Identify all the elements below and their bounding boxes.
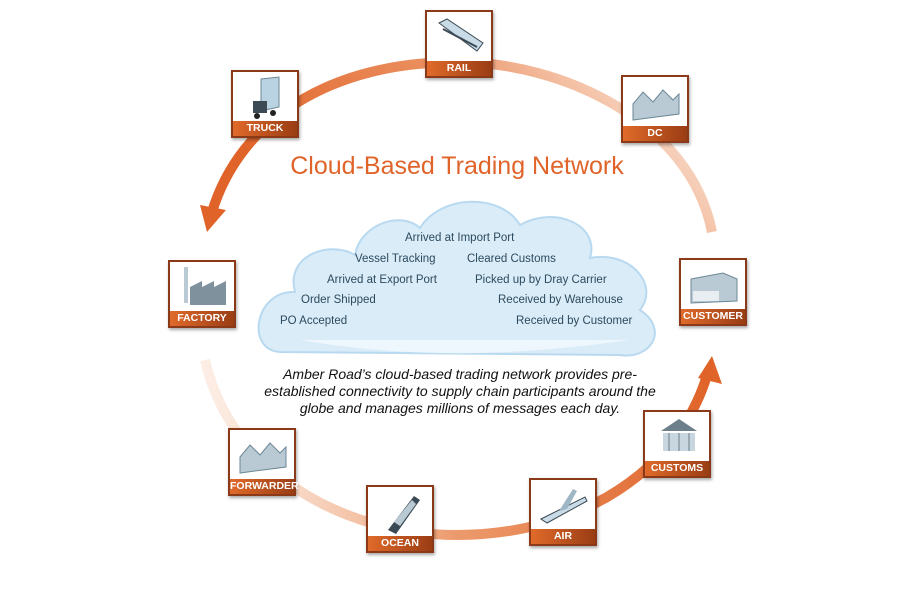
msg-po-accepted: PO Accepted	[280, 315, 348, 327]
node-label: AIR	[531, 529, 595, 544]
msg-vessel-tracking: Vessel Tracking	[355, 253, 436, 265]
msg-arrived-import: Arrived at Import Port	[405, 232, 515, 244]
diagram-title: Cloud-Based Trading Network	[290, 152, 624, 180]
node-air: AIR	[529, 478, 597, 546]
msg-received-warehouse: Received by Warehouse	[498, 294, 623, 306]
node-label: RAIL	[427, 61, 491, 76]
factory-icon	[184, 267, 226, 305]
node-forwarder: FORWARDER	[228, 428, 299, 496]
node-factory: FACTORY	[168, 260, 236, 328]
node-label: OCEAN	[368, 536, 432, 551]
node-label: CUSTOMER	[681, 309, 745, 324]
caption: Amber Road’s cloud-based trading network…	[264, 366, 656, 416]
node-customs: CUSTOMS	[643, 410, 711, 478]
train-icon	[438, 18, 484, 52]
warehouse-icon	[632, 89, 680, 121]
msg-received-customer: Received by Customer	[516, 315, 633, 327]
node-customer: CUSTOMER	[679, 258, 747, 326]
upper-arrowhead	[200, 205, 226, 232]
lower-arrowhead	[698, 356, 722, 384]
msg-arrived-export: Arrived at Export Port	[327, 274, 437, 286]
node-label: FORWARDER	[230, 479, 299, 494]
msg-picked-up-dray: Picked up by Dray Carrier	[475, 274, 607, 286]
node-label: CUSTOMS	[645, 461, 709, 476]
truck-icon	[253, 76, 280, 119]
customs-building-icon	[661, 419, 697, 451]
store-icon	[690, 272, 738, 304]
ship-icon	[388, 496, 420, 534]
node-label: FACTORY	[170, 311, 234, 326]
msg-order-shipped: Order Shipped	[301, 294, 376, 306]
warehouse-icon	[239, 442, 287, 474]
msg-cleared-customs: Cleared Customs	[467, 253, 556, 265]
node-label: TRUCK	[233, 121, 297, 136]
node-rail: RAIL	[425, 10, 493, 78]
airplane-icon	[540, 489, 588, 524]
cloud-shape	[257, 200, 656, 357]
node-label: DC	[623, 126, 687, 141]
node-truck: TRUCK	[231, 70, 299, 138]
node-ocean: OCEAN	[366, 485, 434, 553]
node-dc: DC	[621, 75, 689, 143]
